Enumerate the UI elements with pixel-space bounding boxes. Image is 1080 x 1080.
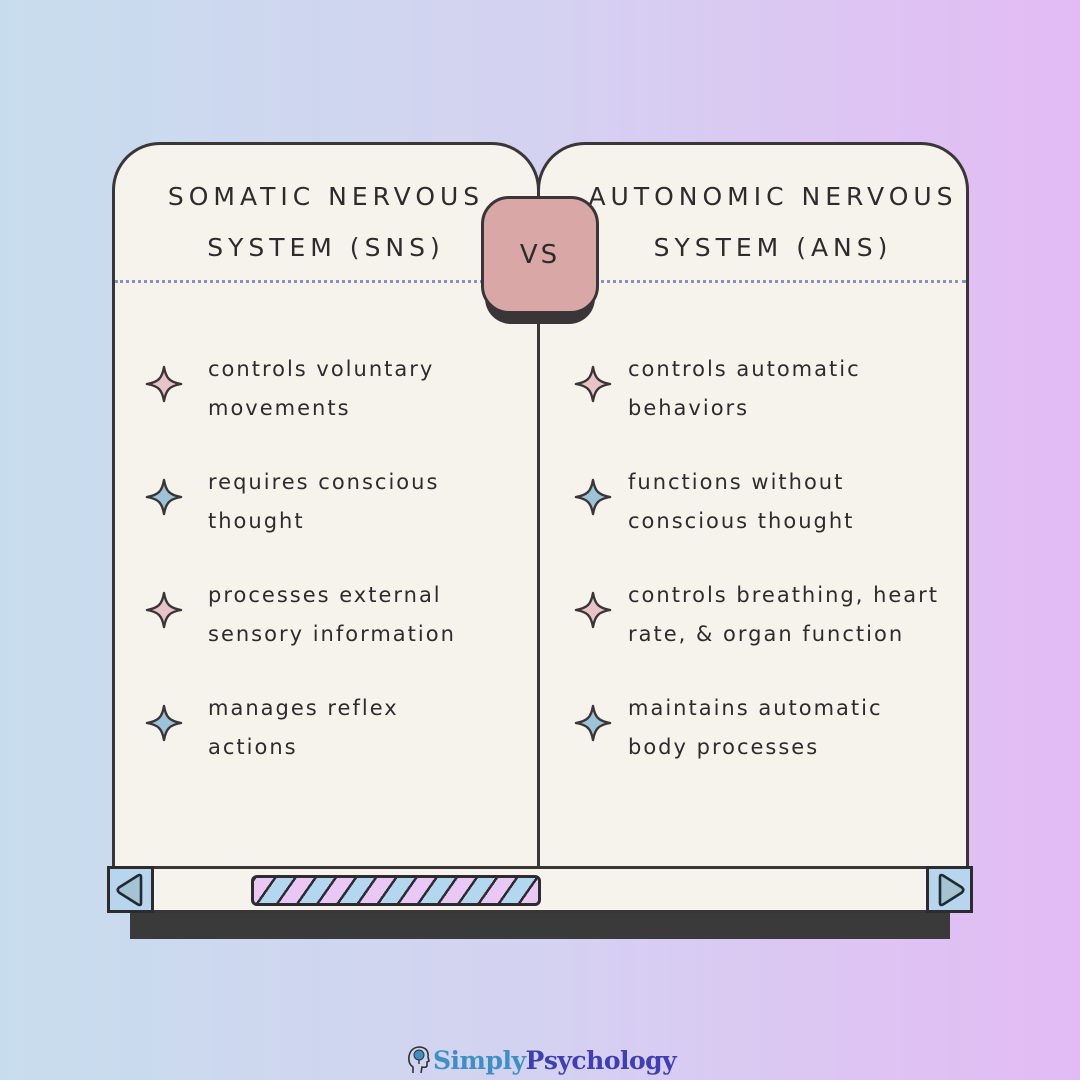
somatic-panel-title: Somatic Nervous System (SNS) xyxy=(167,182,485,262)
list-item: controls breathing, heart rate, & organ … xyxy=(540,576,966,689)
triangle-right-icon xyxy=(938,873,965,906)
list-item-text: maintains automatic body processes xyxy=(628,696,883,759)
scroll-right-button[interactable] xyxy=(926,866,973,913)
head-brain-icon xyxy=(408,1046,430,1074)
list-item-text: controls automatic behaviors xyxy=(628,357,861,420)
list-item: controls voluntary movements xyxy=(115,350,537,463)
list-item-text: controls voluntary movements xyxy=(208,357,435,420)
sparkle-star-icon xyxy=(145,591,183,629)
list-item-text: requires conscious thought xyxy=(208,470,440,533)
sparkle-star-icon xyxy=(574,365,612,403)
logo-text-simply: Simply xyxy=(433,1045,526,1075)
title-divider xyxy=(540,280,966,283)
list-item: maintains automatic body processes xyxy=(540,689,966,802)
list-item-text: controls breathing, heart rate, & organ … xyxy=(628,583,940,646)
list-item-text: manages reflex actions xyxy=(208,696,399,759)
vs-badge: VS xyxy=(481,196,599,314)
scroll-left-button[interactable] xyxy=(107,866,154,913)
sparkle-star-icon xyxy=(574,591,612,629)
autonomic-list: controls automatic behaviors functions w… xyxy=(540,350,966,802)
triangle-left-icon xyxy=(115,873,142,906)
vs-label: VS xyxy=(519,240,561,270)
somatic-panel: Somatic Nervous System (SNS) controls vo… xyxy=(112,142,540,867)
list-item: requires conscious thought xyxy=(115,463,537,576)
somatic-list: controls voluntary movements requires co… xyxy=(115,350,537,802)
sparkle-star-icon xyxy=(145,704,183,742)
title-divider xyxy=(115,280,537,283)
list-item: processes external sensory information xyxy=(115,576,537,689)
logo-text-psychology: Psychology xyxy=(525,1045,677,1075)
list-item: functions without conscious thought xyxy=(540,463,966,576)
autonomic-panel: Autonomic Nervous System (ANS) controls … xyxy=(537,142,969,867)
list-item-text: functions without conscious thought xyxy=(628,470,855,533)
scrollbar-thumb[interactable] xyxy=(251,875,541,906)
autonomic-panel-title: Autonomic Nervous System (ANS) xyxy=(588,182,958,262)
scrollbar-shadow xyxy=(130,913,950,939)
sparkle-star-icon xyxy=(145,365,183,403)
sparkle-star-icon xyxy=(574,478,612,516)
sparkle-star-icon xyxy=(145,478,183,516)
list-item: manages reflex actions xyxy=(115,689,537,802)
list-item-text: processes external sensory information xyxy=(208,583,456,646)
sparkle-star-icon xyxy=(574,704,612,742)
list-item: controls automatic behaviors xyxy=(540,350,966,463)
